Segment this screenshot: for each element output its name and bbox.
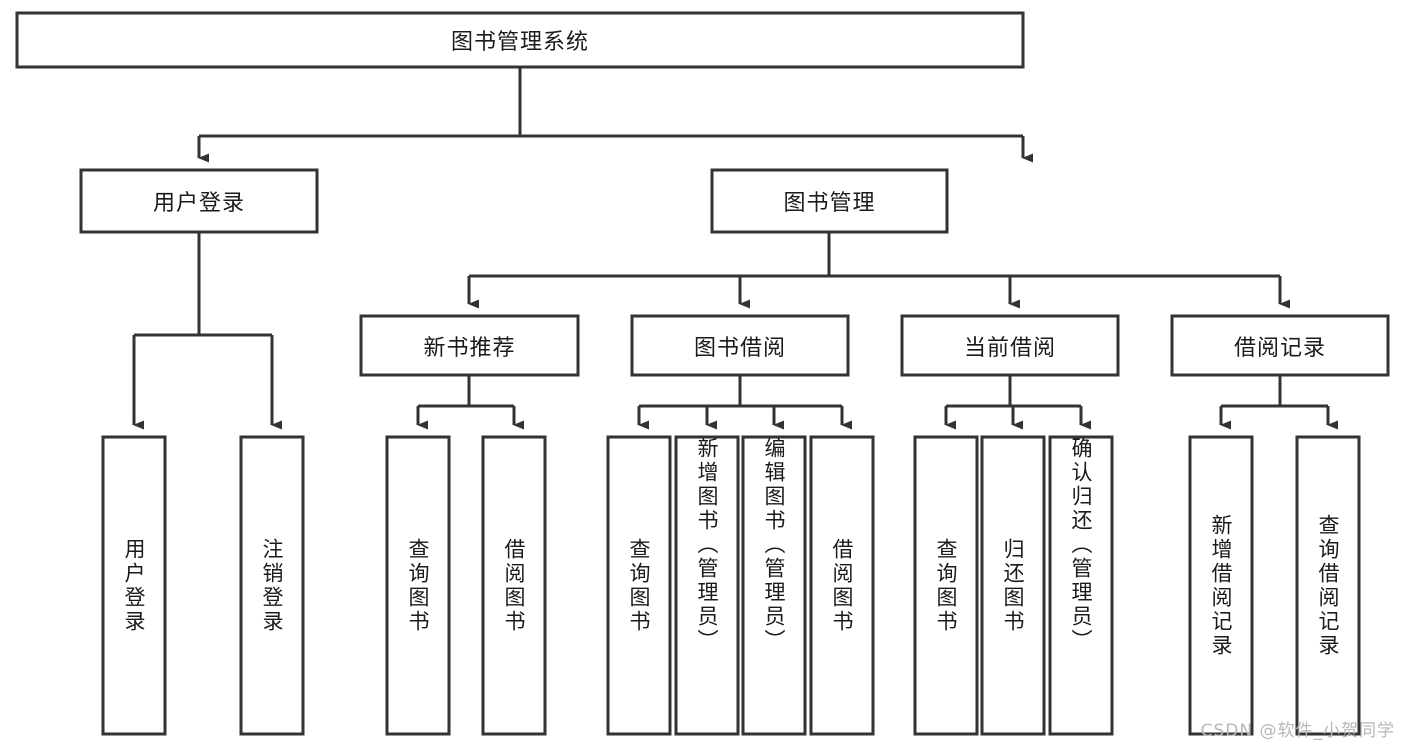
connector-bookborrow-to-leaves xyxy=(637,375,852,430)
connector-userlogin-to-leaves xyxy=(132,232,282,430)
node-box-borrow-book-1[interactable] xyxy=(481,435,547,736)
node-box-borrow-records[interactable] xyxy=(1170,314,1390,377)
node-box-add-book[interactable] xyxy=(674,435,740,736)
node-box-current-borrow[interactable] xyxy=(900,314,1120,377)
node-box-confirm-return[interactable] xyxy=(1048,435,1114,736)
node-box-new-book-recommend[interactable] xyxy=(359,314,580,377)
connector-newbook-to-leaves xyxy=(416,375,524,430)
node-box-root[interactable] xyxy=(15,11,1025,69)
node-box-query-book-3[interactable] xyxy=(913,435,979,736)
connector-root-to-level2 xyxy=(197,67,1033,163)
node-box-query-borrow-record[interactable] xyxy=(1295,435,1361,736)
node-box-query-book-2[interactable] xyxy=(606,435,672,736)
node-box-user-login-do[interactable] xyxy=(101,435,167,736)
connector-borrowrecords-to-leaves xyxy=(1219,375,1338,430)
node-box-add-borrow-record[interactable] xyxy=(1188,435,1254,736)
node-box-return-book[interactable] xyxy=(980,435,1046,736)
watermark-text: CSDN @软件_小贺同学 xyxy=(1200,721,1395,741)
connector-bookmanage-to-level3 xyxy=(467,232,1290,309)
node-box-query-book-1[interactable] xyxy=(385,435,451,736)
connector-currentborrow-to-leaves xyxy=(944,375,1091,430)
node-box-user-login[interactable] xyxy=(79,168,319,234)
node-box-borrow-book-2[interactable] xyxy=(809,435,875,736)
node-box-user-logout[interactable] xyxy=(239,435,305,736)
node-box-book-manage[interactable] xyxy=(710,168,949,234)
node-box-edit-book[interactable] xyxy=(741,435,807,736)
node-box-book-borrow[interactable] xyxy=(630,314,850,377)
